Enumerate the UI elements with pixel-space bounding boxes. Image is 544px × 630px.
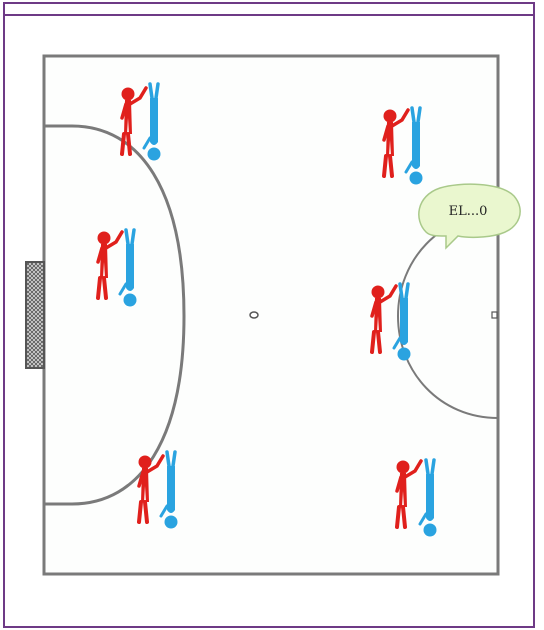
callout-text: EL...0: [418, 200, 518, 224]
goal-net-icon: [26, 262, 44, 368]
right-goal-mark: [492, 312, 497, 318]
center-mark: [250, 312, 258, 318]
